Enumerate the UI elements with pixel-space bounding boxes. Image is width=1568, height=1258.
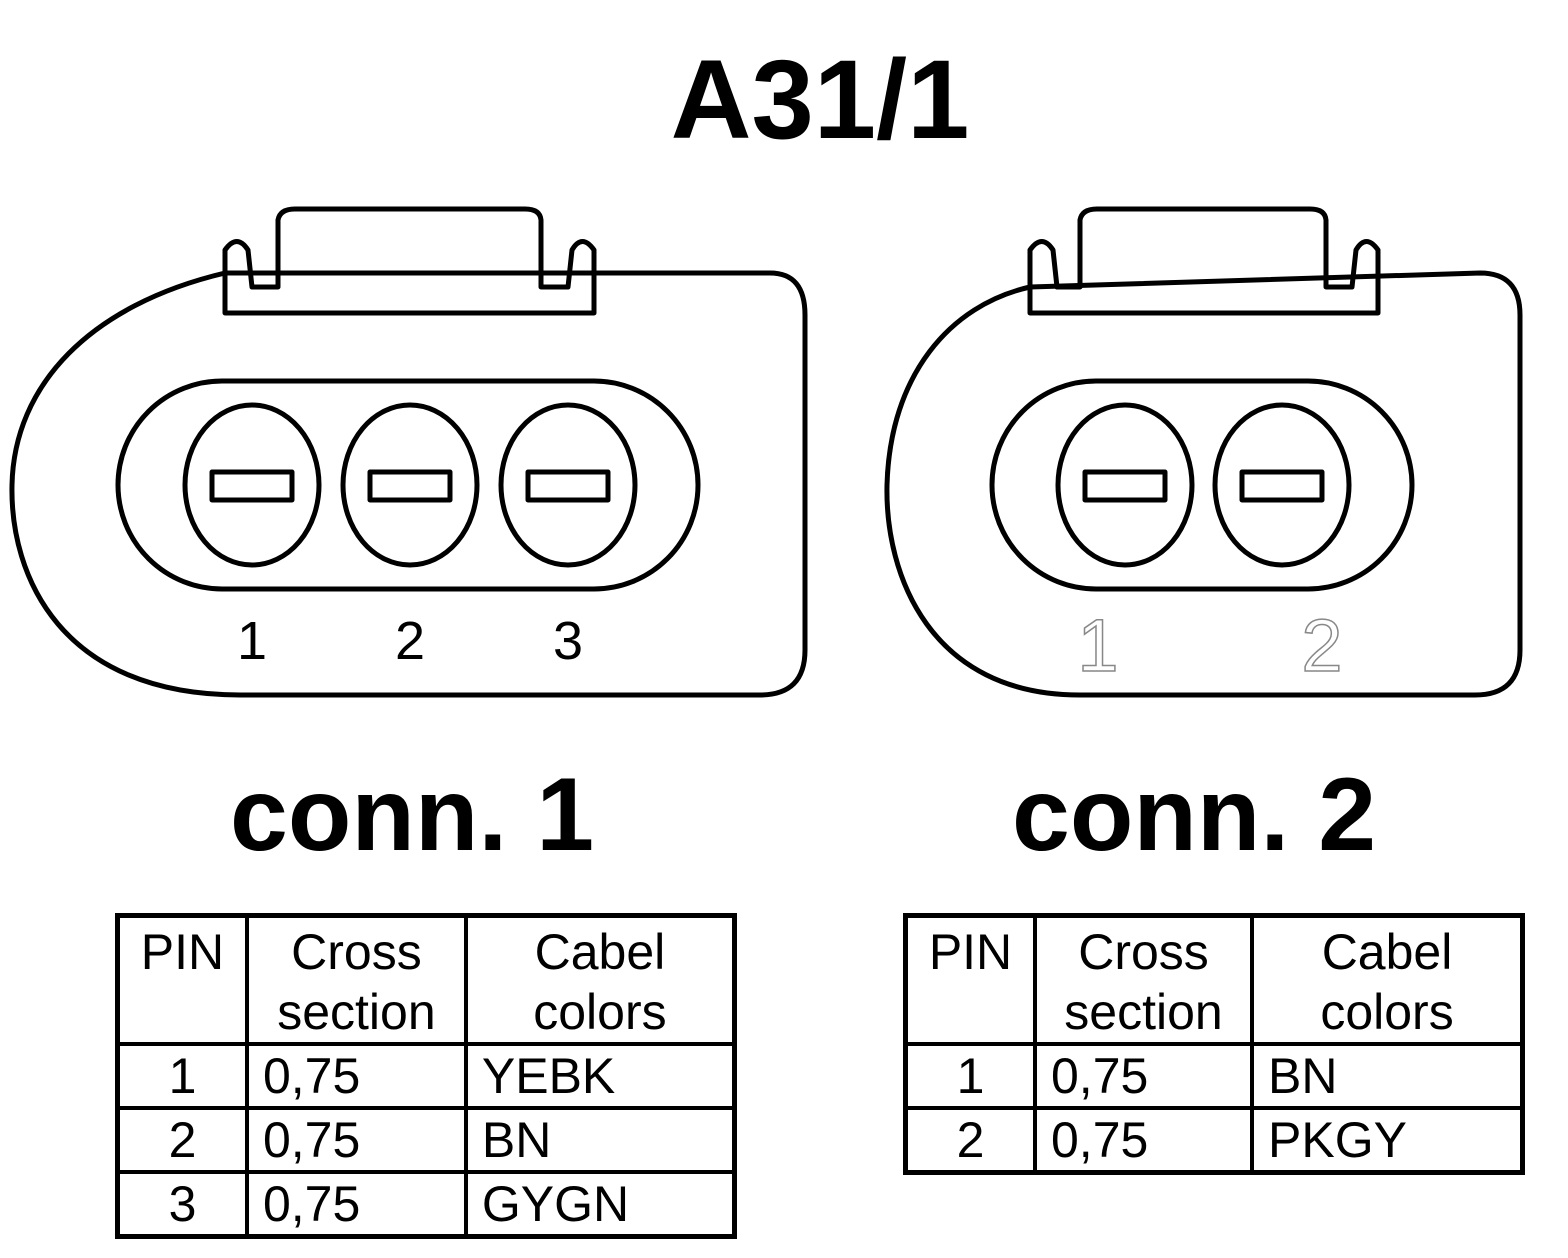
table-row: 3 0,75 GYGN (115, 1170, 737, 1239)
connector-2-pin-2 (1212, 402, 1352, 568)
cross-section: 0,75 (1032, 1042, 1255, 1110)
table-row: 1 0,75 BN (903, 1042, 1525, 1110)
connector-1-pin-label: 1 (237, 611, 267, 671)
header-cross-section: Cross section (1032, 913, 1255, 1046)
header-pin: PIN (903, 913, 1037, 1046)
pin-number: 2 (115, 1106, 249, 1174)
table-header-row: PIN Cross section Cabel colors (115, 913, 737, 1046)
header-cross-section: Cross section (244, 913, 468, 1046)
cable-color: PKGY (1250, 1106, 1525, 1175)
diagram-title: A31/1 (670, 37, 970, 162)
cable-color: GYGN (463, 1170, 737, 1239)
cross-section: 0,75 (1032, 1106, 1255, 1175)
connector-2-label: conn. 2 (1012, 757, 1377, 873)
connector-2-pin-label: 2 (1301, 604, 1342, 687)
connector-1-housing (9, 270, 808, 698)
cable-color: BN (1250, 1042, 1525, 1110)
connector-1-pin-cavity (115, 378, 701, 592)
cross-section: 0,75 (244, 1170, 468, 1239)
connector-1-drawing: 1 2 3 (9, 206, 808, 698)
connector-1-pin-1 (182, 402, 322, 568)
connector-2-pin-cavity (989, 378, 1415, 592)
connector-2-housing (884, 270, 1523, 698)
pin-number: 1 (903, 1042, 1037, 1110)
connector-2-pin-1 (1055, 402, 1195, 568)
cross-section: 0,75 (244, 1042, 468, 1110)
connector-2-pin-table: PIN Cross section Cabel colors 1 0,75 BN… (903, 913, 1525, 1175)
connector-1-pin-label: 2 (395, 611, 425, 671)
pin-number: 3 (115, 1170, 249, 1239)
cable-color: YEBK (463, 1042, 737, 1110)
table-header-row: PIN Cross section Cabel colors (903, 913, 1525, 1046)
connector-1-pin-label: 3 (553, 611, 583, 671)
connector-2-pin-label: 1 (1077, 604, 1118, 687)
pin-number: 1 (115, 1042, 249, 1110)
connector-1-pin-3 (498, 402, 638, 568)
connector-1-label: conn. 1 (230, 757, 595, 873)
table-row: 2 0,75 BN (115, 1106, 737, 1174)
header-cable-colors: Cabel colors (1250, 913, 1525, 1046)
connector-2-latch (1027, 206, 1381, 316)
connector-1-pin-table: PIN Cross section Cabel colors 1 0,75 YE… (115, 913, 737, 1239)
header-cable-colors: Cabel colors (463, 913, 737, 1046)
connector-2-drawing: 1 2 (884, 206, 1523, 698)
connector-1-pin-2 (340, 402, 480, 568)
pin-number: 2 (903, 1106, 1037, 1175)
table-row: 1 0,75 YEBK (115, 1042, 737, 1110)
table-row: 2 0,75 PKGY (903, 1106, 1525, 1175)
cable-color: BN (463, 1106, 737, 1174)
connector-1-latch (222, 206, 597, 316)
header-pin: PIN (115, 913, 249, 1046)
cross-section: 0,75 (244, 1106, 468, 1174)
